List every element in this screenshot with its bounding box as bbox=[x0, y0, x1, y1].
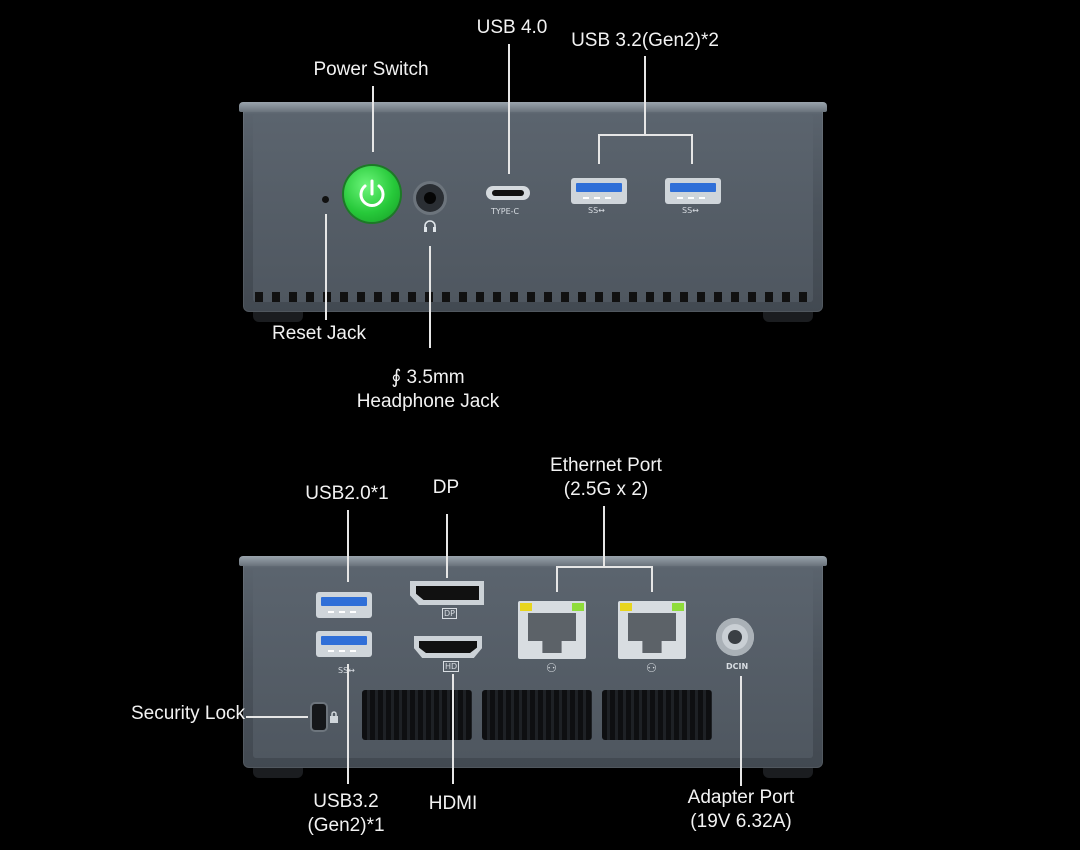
ethernet-label-1: Ethernet Port bbox=[550, 455, 662, 476]
vent-grille-2 bbox=[482, 690, 592, 740]
adapter-label-2: (19V 6.32A) bbox=[690, 811, 792, 832]
power-switch-leader bbox=[372, 86, 374, 152]
ethernet-leader-left bbox=[556, 566, 558, 592]
ethernet-port-1[interactable] bbox=[518, 601, 586, 659]
usb-ss-mark: SS↔ bbox=[338, 666, 355, 675]
device-foot bbox=[253, 768, 303, 778]
adapter-leader bbox=[740, 676, 742, 786]
usb32-port[interactable] bbox=[316, 631, 372, 657]
displayport[interactable] bbox=[410, 581, 484, 605]
headphone-label-2: Headphone Jack bbox=[356, 391, 500, 412]
usb32-leader-stem bbox=[644, 56, 646, 134]
headphone-jack[interactable] bbox=[416, 184, 444, 212]
power-switch-label: Power Switch bbox=[313, 59, 429, 80]
hdmi-leader bbox=[452, 674, 454, 784]
device-top-lip bbox=[239, 102, 827, 112]
typec-mark: TYPE-C bbox=[491, 207, 520, 216]
hdmi-mark: HD bbox=[443, 661, 460, 672]
usb32-gen2-label: USB 3.2(Gen2)*2 bbox=[571, 30, 719, 51]
usb32-leader-right bbox=[691, 134, 693, 164]
dcin-mark: DCIN bbox=[726, 662, 749, 671]
headphone-icon bbox=[424, 220, 436, 232]
bottom-vents bbox=[255, 292, 811, 302]
adapter-label-1: Adapter Port bbox=[687, 787, 795, 808]
usb32-leader-left bbox=[598, 134, 600, 164]
front-face bbox=[253, 114, 813, 302]
usb-a-port-1[interactable] bbox=[571, 178, 627, 204]
dc-in-port[interactable] bbox=[716, 618, 754, 656]
ethernet-leader-right bbox=[651, 566, 653, 592]
lan-icon: ⚇ bbox=[546, 661, 557, 675]
usb-typec-port[interactable] bbox=[486, 186, 530, 200]
hdmi-label: HDMI bbox=[428, 793, 478, 814]
usb-a-port-2[interactable] bbox=[665, 178, 721, 204]
reset-jack-hole[interactable] bbox=[322, 196, 329, 203]
device-top-lip bbox=[239, 556, 827, 566]
dp-leader bbox=[446, 514, 448, 578]
front-panel-device bbox=[239, 102, 827, 322]
device-foot bbox=[763, 312, 813, 322]
vent-grille-1 bbox=[362, 690, 472, 740]
usb32-rear-label-1: USB3.2 bbox=[313, 791, 379, 812]
device-foot bbox=[763, 768, 813, 778]
security-lock-leader bbox=[246, 716, 308, 718]
usb-ss-mark: SS↔ bbox=[588, 206, 605, 215]
ethernet-label-2: (2.5G x 2) bbox=[563, 479, 649, 500]
reset-jack-label: Reset Jack bbox=[272, 323, 366, 344]
headphone-leader bbox=[429, 246, 431, 348]
usb32-rear-label-2: (Gen2)*1 bbox=[307, 815, 385, 836]
lock-icon bbox=[330, 711, 338, 723]
usb4-label: USB 4.0 bbox=[476, 17, 548, 38]
device-foot bbox=[253, 312, 303, 322]
ethernet-port-2[interactable] bbox=[618, 601, 686, 659]
usb32-rear-leader bbox=[347, 664, 349, 784]
ethernet-leader-bar bbox=[556, 566, 652, 568]
usb20-label: USB2.0*1 bbox=[305, 483, 389, 504]
dp-label: DP bbox=[432, 477, 460, 498]
usb-ss-mark: SS↔ bbox=[682, 206, 699, 215]
usb20-port[interactable] bbox=[316, 592, 372, 618]
power-button[interactable] bbox=[344, 166, 400, 222]
vent-grille-3 bbox=[602, 690, 712, 740]
power-icon bbox=[359, 179, 385, 207]
usb4-leader bbox=[508, 44, 510, 174]
usb32-leader-bar bbox=[598, 134, 692, 136]
security-lock-label: Security Lock bbox=[131, 703, 246, 724]
lan-icon: ⚇ bbox=[646, 661, 657, 675]
reset-leader bbox=[325, 214, 327, 320]
hdmi-port[interactable] bbox=[414, 636, 482, 658]
dp-mark: DP bbox=[442, 608, 457, 619]
headphone-label-1: ∮ 3.5mm bbox=[391, 367, 465, 388]
security-lock-slot[interactable] bbox=[312, 704, 326, 730]
ethernet-leader-stem bbox=[603, 506, 605, 566]
usb20-leader bbox=[347, 510, 349, 582]
